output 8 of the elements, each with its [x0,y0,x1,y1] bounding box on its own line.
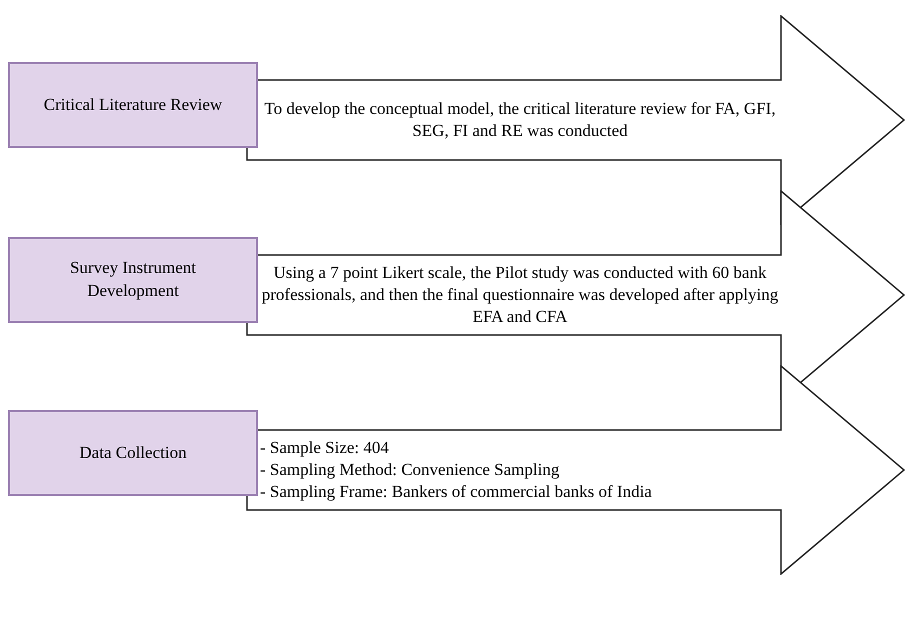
step-box: Critical Literature Review [8,62,258,148]
description-text: To develop the conceptual model, the critical literature review for FA, GFI, SEG, FI and RE was conducted [263,98,777,142]
description-text: - Sample Size: 404 [260,436,390,459]
description-text: - Sampling Method: Convenience Sampling [260,458,560,481]
description-text: - Sampling Frame: Bankers of commercial banks of India [260,481,653,504]
step-box: Data Collection [8,410,258,496]
description-text: Using a 7 point Likert scale, the Pilot study was conducted with 60 bank professionals, and then the final questionnaire was developed after applying EFA and CFA [260,262,780,328]
step-box: Survey Instrument Development [8,237,258,323]
